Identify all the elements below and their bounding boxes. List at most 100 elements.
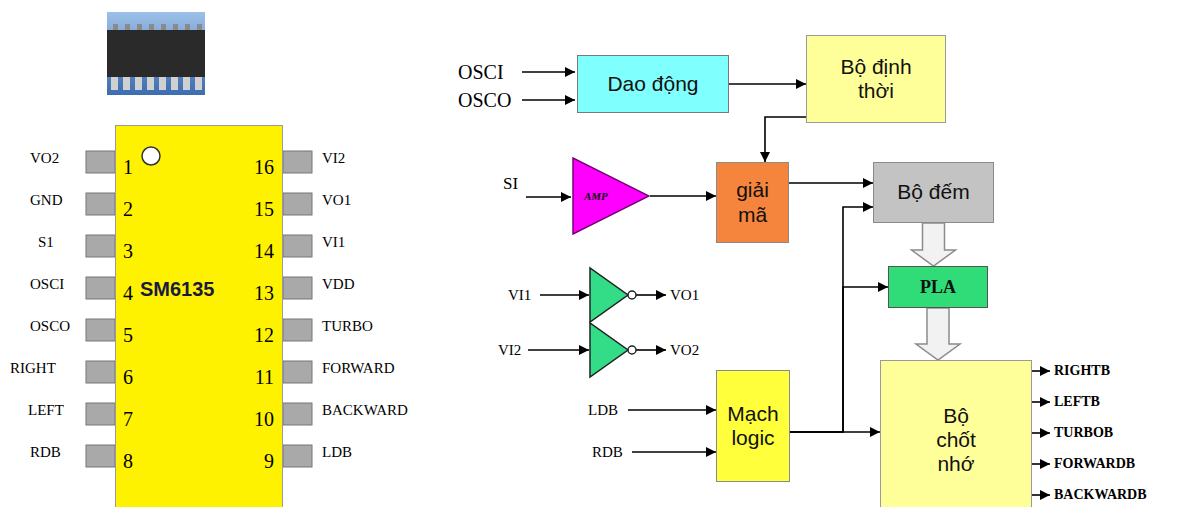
block-arrow (916, 308, 960, 360)
pin-name: RIGHT (10, 360, 56, 377)
pin-name: LDB (322, 444, 352, 461)
output-arrow (636, 294, 666, 296)
output-arrow (636, 349, 666, 351)
node-text: Dao động (607, 72, 698, 96)
output-signal-name: LEFTB (1054, 394, 1100, 409)
signal-name: OSCI (458, 61, 504, 83)
connector-arrow (650, 195, 716, 197)
amplifier-triangle-shape (573, 158, 649, 234)
pin-name: RDB (30, 444, 61, 461)
photo-pin (183, 77, 190, 90)
photo-ground (107, 12, 205, 95)
pin-name: OSCO (30, 318, 70, 335)
signal-name: VI1 (508, 287, 531, 304)
pin1-notch-circle (142, 147, 160, 165)
signal-name: LDB (588, 402, 618, 419)
inverter-bubble (628, 346, 636, 354)
pin-pad (283, 277, 312, 299)
input-arrow (522, 71, 575, 73)
pin-name: S1 (38, 234, 54, 251)
output-arrow (1032, 463, 1050, 465)
pin-pad (86, 403, 115, 425)
pin-name: LEFT (28, 402, 64, 419)
pin-pad (86, 277, 115, 299)
pin-name: OSCI (30, 276, 64, 293)
pin-name: VO1 (322, 192, 351, 209)
pin-number: 5 (123, 324, 133, 346)
pin-name: VO2 (30, 150, 59, 167)
latch-box: Bộ chốt nhớ (880, 360, 1032, 507)
pin-name: GND (30, 192, 63, 209)
pin-number: 12 (254, 324, 274, 346)
input-arrow (526, 196, 571, 198)
pin-name: FORWARD (322, 360, 395, 377)
pin-pad (86, 235, 115, 257)
input-arrow (528, 349, 589, 351)
pin-pad (283, 193, 312, 215)
output-signal-name: TURBOB (1054, 425, 1113, 440)
pin-number: 6 (123, 366, 133, 388)
input-arrow (628, 409, 716, 411)
inverter-symbol (590, 268, 628, 322)
output-signal-name: FORWARDB (1054, 456, 1135, 471)
amplifier-outline (572, 157, 650, 235)
pin-pad (86, 445, 115, 467)
pin-pad (86, 319, 115, 341)
output-arrow (1032, 432, 1050, 434)
pin-pad (283, 235, 312, 257)
photo-pin (197, 24, 202, 31)
output-signal-name: BACKWARDB (1054, 487, 1147, 502)
signal-name: OSCO (458, 89, 511, 111)
pin-name: VDD (322, 276, 355, 293)
signal-name: RDB (592, 444, 623, 461)
pin-name: TURBO (322, 318, 373, 335)
pin-number: 10 (254, 408, 274, 430)
pin-number: 11 (255, 366, 274, 388)
signal-name: SI (503, 175, 518, 194)
output-signal-name: RIGHTB (1054, 363, 1110, 378)
photo-pin (137, 24, 142, 31)
oscillator-box: Dao động (577, 55, 729, 113)
signal-wires (522, 72, 1050, 495)
counter-box: Bộ đếm (873, 162, 994, 223)
pin-number: 7 (123, 408, 133, 430)
inverter-symbols (590, 268, 636, 377)
photo-pin (135, 77, 142, 90)
logic-box: Mạch logic (716, 370, 790, 482)
pin-number: 15 (254, 198, 274, 220)
pin-number: 1 (123, 156, 133, 178)
connector-arrow (790, 287, 888, 432)
block-arrow (912, 223, 956, 266)
pin-name: VI1 (322, 234, 345, 251)
photo-pin (113, 24, 118, 31)
pin-pad (86, 151, 115, 173)
input-arrow (632, 451, 716, 453)
photo-pin (195, 77, 202, 90)
pin-pad (283, 361, 312, 383)
pin-number: 16 (254, 156, 274, 178)
pin-pad (283, 445, 312, 467)
photo-pin (161, 24, 166, 31)
photo-pin (173, 24, 178, 31)
pin-number: 13 (254, 282, 274, 304)
pin-number: 14 (254, 240, 274, 262)
chip-photo (107, 12, 205, 95)
pin-pad (283, 319, 312, 341)
pin-number: 4 (123, 282, 133, 304)
input-arrow (540, 294, 589, 296)
pin1-notch (140, 145, 162, 167)
pin-pad (283, 151, 312, 173)
node-text: Mạch logic (722, 402, 784, 450)
photo-pin (147, 77, 154, 90)
photo-pin (111, 77, 118, 90)
signal-name: VO1 (670, 287, 699, 304)
chip-body: SM6135 (115, 125, 283, 507)
pin-pad (86, 193, 115, 215)
inverter-symbol (590, 323, 628, 377)
node-text: AMP (584, 190, 608, 202)
output-arrow (1032, 370, 1050, 372)
photo-pin (123, 77, 130, 90)
photo-pin (159, 77, 166, 90)
timer-box: Bộ định thời (806, 35, 946, 123)
